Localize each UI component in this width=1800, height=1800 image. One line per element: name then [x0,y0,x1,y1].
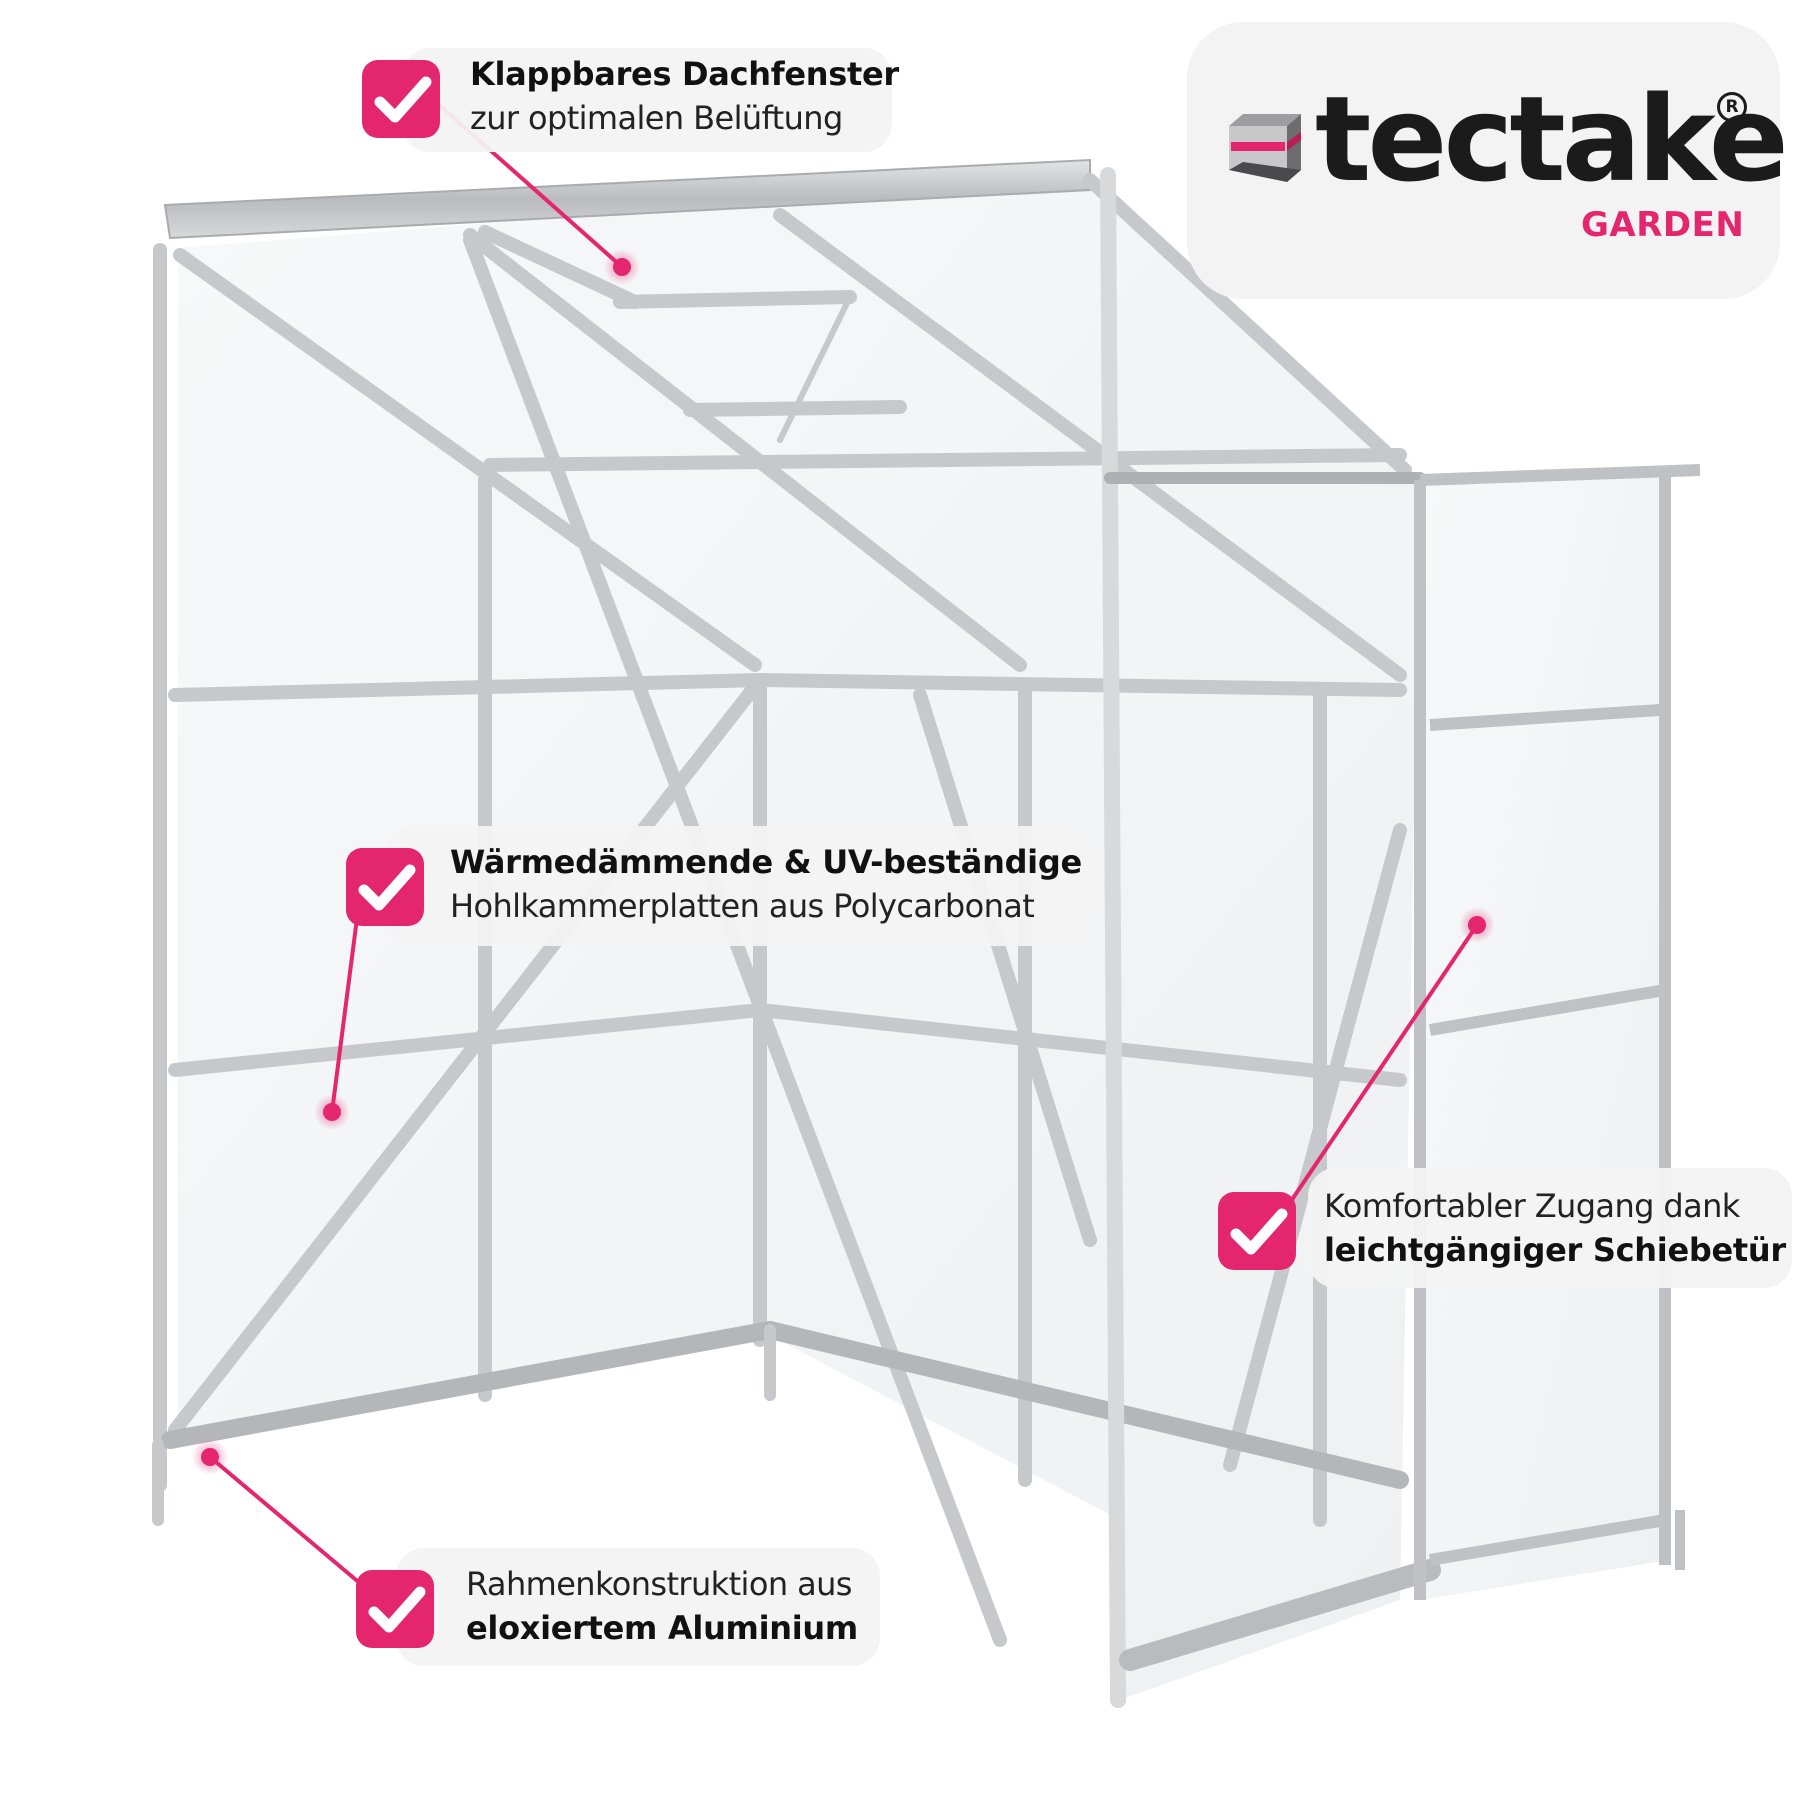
checkmark-icon [358,864,416,911]
checkmark-icon [374,76,432,123]
checkmark-icon [1230,1208,1288,1255]
callout-line-2: eloxiertem Aluminium [466,1609,858,1647]
roof-ridge-rail [163,158,1091,240]
callout-line-1: Komfortabler Zugang dank [1324,1187,1740,1225]
callout-line-1: Rahmenkonstruktion aus [466,1565,852,1603]
callout-background [1308,1168,1792,1288]
callout-background [402,48,892,152]
brand-wordmark: tectake [1315,70,1789,208]
checkmark-badge [356,1570,434,1648]
checkmark-icon [368,1586,426,1633]
brand-logo-card: tectake R GARDEN [1187,22,1789,299]
checkmark-badge [1218,1192,1296,1270]
brand-subline: GARDEN [1581,205,1745,245]
callout-line-2: Hohlkammerplatten aus Polycarbonat [450,887,1035,925]
callout-line-1: Klappbares Dachfenster [470,55,899,93]
checkmark-badge [346,848,424,926]
callout-background [396,1548,880,1666]
callout-line-2: zur optimalen Belüftung [470,99,843,137]
registered-mark: R [1717,92,1747,122]
checkmark-badge [362,60,440,138]
callout-line-1: Wärmedämmende & UV-beständige [450,843,1082,881]
cube-logo-icon [1229,114,1301,182]
callout-background [386,826,1092,946]
callout-line-2: leichtgängiger Schiebetür [1324,1231,1786,1269]
sliding-door [1414,464,1701,1600]
